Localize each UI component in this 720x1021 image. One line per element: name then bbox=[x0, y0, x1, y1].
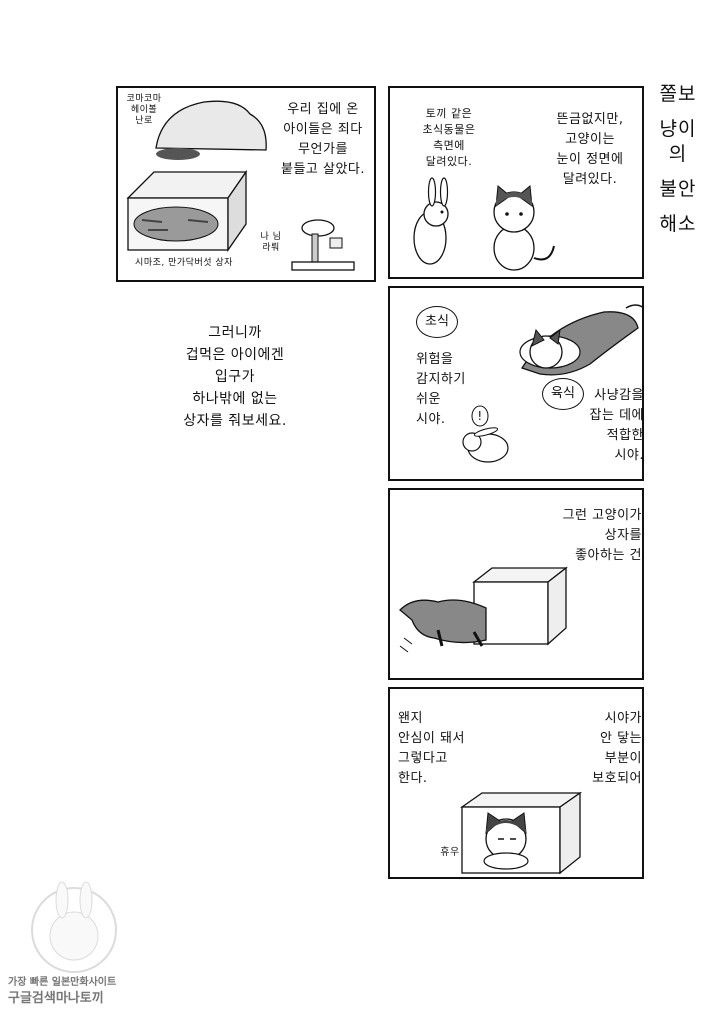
herbivore-vision-text: 위험을 감지하기 쉬운 시야. bbox=[416, 352, 466, 427]
exclaim-mark: ! bbox=[477, 409, 483, 423]
title-word-1: 쫄보 bbox=[659, 83, 697, 105]
panel1-illustration bbox=[126, 100, 355, 271]
box-advice-text: 그러니까 겁먹은 아이에겐 입구가 하나밖에 없는 상자를 줘보세요. bbox=[183, 325, 287, 429]
panel5-illustration bbox=[459, 791, 583, 875]
cat-eyes-text: 뜬금없지만, 고양이는 눈이 정면에 달려있다. bbox=[556, 112, 624, 187]
title-word-2: 냥이의 bbox=[659, 118, 697, 165]
panel5-left-narration: 왠지 안심이 돼서 그렇다고 한다. bbox=[398, 711, 465, 786]
cat-names-label: 코마코마 헤이볼 난로 bbox=[126, 94, 162, 126]
page-title: 쫄보 냥이의 불안 해소 bbox=[658, 82, 698, 237]
watermark-rabbit-icon bbox=[31, 881, 117, 973]
watermark-logo bbox=[10, 880, 140, 1020]
panel2-illustration bbox=[413, 177, 555, 271]
panel-cats-hugging: 코마코마 헤이볼 난로 시마조, 만가닥버섯 상자 나 님 라뤄 우리 집에 온… bbox=[116, 86, 376, 282]
panel-cat-into-box: 그런 고양이가 상자를 좋아하는 건 bbox=[388, 488, 644, 680]
carnivore-badge: 육식 bbox=[542, 378, 584, 410]
watermark-line-1: 가장 빠른 일본만화사이트 bbox=[8, 977, 117, 988]
sigh-sound: 휴우 bbox=[440, 847, 460, 858]
title-word-3: 불안 bbox=[659, 178, 697, 200]
panel3-illustration bbox=[462, 304, 642, 463]
panel-field-of-view: 초식 위험을 감지하기 쉬운 시야. 육식 사냥감을 잡는 데에 적합한 시야.… bbox=[388, 286, 644, 481]
tower-cats-label: 나 님 라뤄 bbox=[260, 232, 282, 253]
herbivore-eyes-text: 토끼 같은 초식동물은 측면에 달려있다. bbox=[422, 107, 476, 168]
panel-cat-in-box: 왠지 안심이 돼서 그렇다고 한다. 시야가 안 닿는 부분이 보호되어 휴우 bbox=[388, 687, 644, 879]
panel4-narration: 그런 고양이가 상자를 좋아하는 건 bbox=[562, 508, 642, 563]
panel5-right-narration: 시야가 안 닿는 부분이 보호되어 bbox=[592, 711, 642, 786]
title-word-4: 해소 bbox=[659, 213, 697, 235]
watermark-line-2: 구글검색마나토끼 bbox=[8, 991, 104, 1006]
herbivore-badge: 초식 bbox=[416, 306, 458, 338]
carnivore-vision-text: 사냥감을 잡는 데에 적합한 시야. bbox=[589, 388, 644, 463]
box-cats-label: 시마조, 만가닥버섯 상자 bbox=[135, 258, 233, 268]
panel-eye-placement: 토끼 같은 초식동물은 측면에 달려있다. 뜬금없지만, 고양이는 눈이 정면에… bbox=[388, 86, 644, 279]
panel4-illustration bbox=[399, 566, 568, 653]
panel1-narration: 우리 집에 온 아이들은 죄다 무언가를 붙들고 살았다. bbox=[280, 102, 366, 177]
